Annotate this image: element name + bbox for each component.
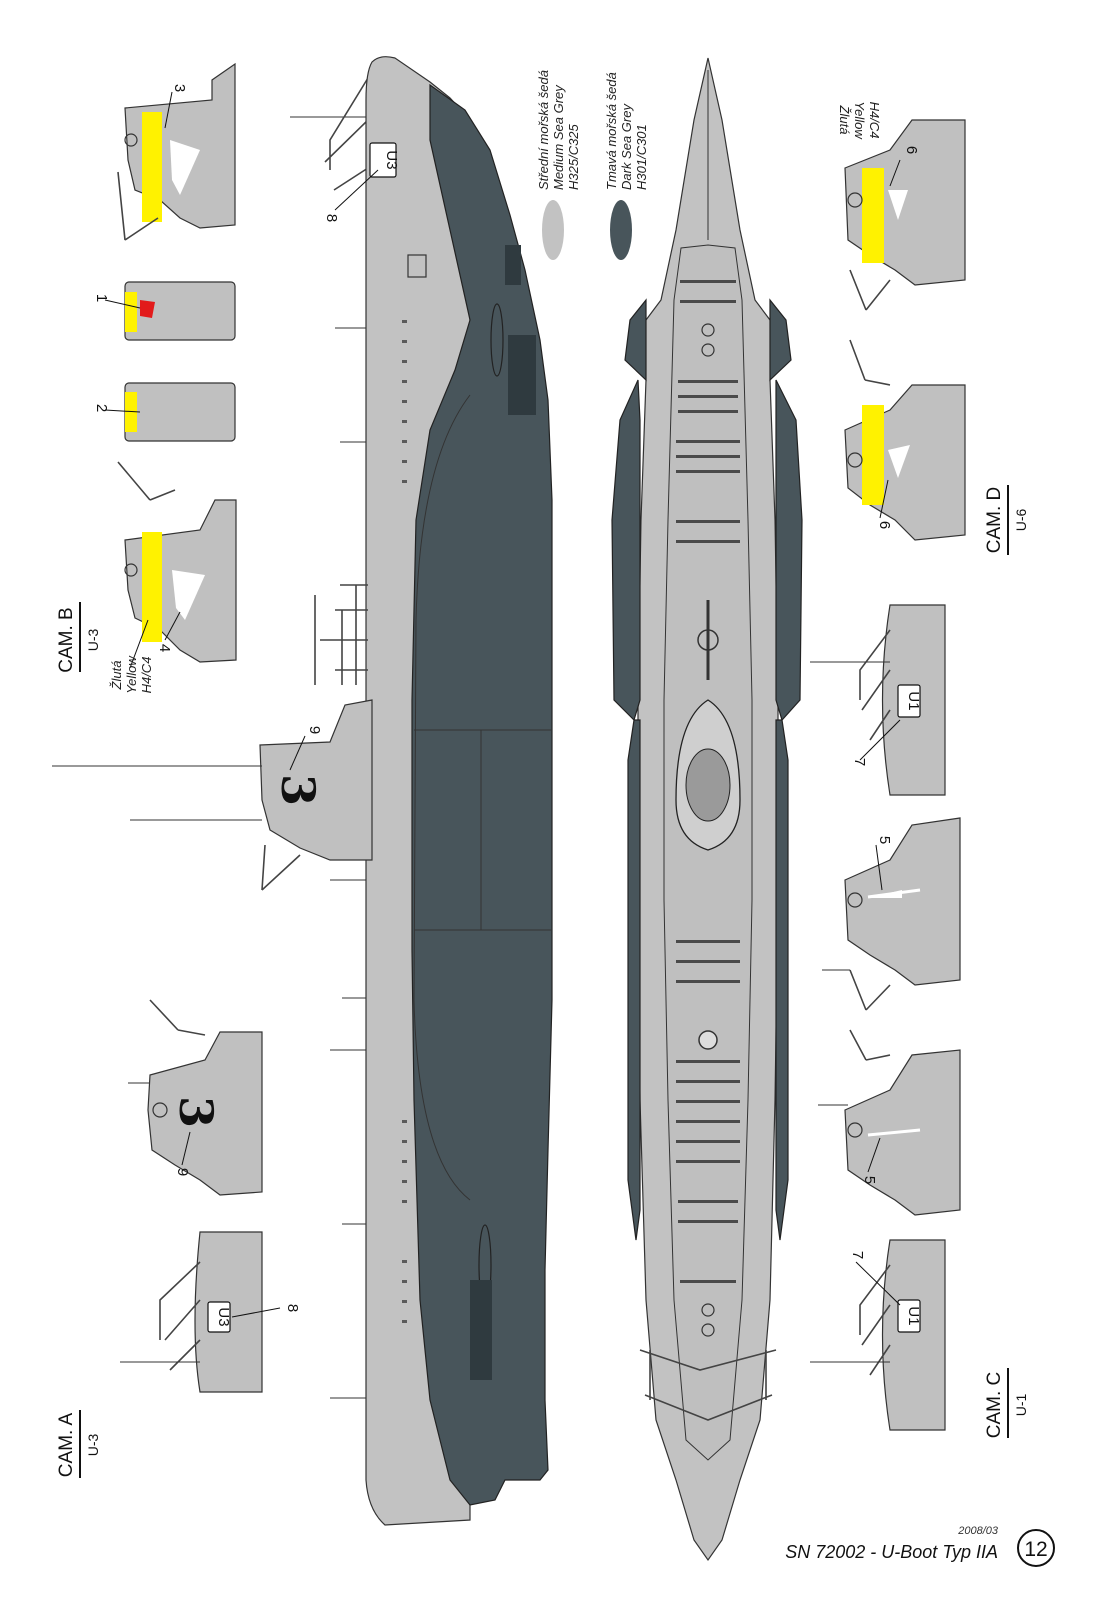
cam-b-boat: U-3 <box>85 629 101 652</box>
hull-marking-u3: U3 <box>383 150 400 169</box>
top-stern-hatch <box>698 1030 718 1050</box>
yellow-band-6b <box>862 405 884 505</box>
bow-railing <box>324 77 369 191</box>
detail-tower-cam-c-5b: 5 <box>818 1029 961 1216</box>
cam-d-boat: U-6 <box>1013 509 1029 532</box>
callout-8-detail: 8 <box>284 1304 301 1312</box>
legend-swatch-medium-sea-grey <box>542 200 564 260</box>
callout-6-top: 6 <box>903 146 920 154</box>
cam-c-label: CAM. C U-1 <box>984 1368 1029 1438</box>
footer-page: 12 <box>1024 1538 1047 1561</box>
top-saddle-right-aft <box>775 719 789 1241</box>
deck-vent-slots <box>676 280 740 1283</box>
page-number-circle <box>1017 1529 1055 1567</box>
side-tower-number: 3 <box>271 774 325 806</box>
top-bow-plane-left <box>624 298 647 382</box>
callout-8-hull: 8 <box>323 214 340 222</box>
legend-1-czech: Střední mořská šedá <box>536 70 551 190</box>
legend-swatch-dark-sea-grey <box>610 200 632 260</box>
white-chevron-3 <box>170 140 200 195</box>
cam-b-yellow-english: Yellow <box>124 655 139 694</box>
white-triangle-6b <box>888 445 910 478</box>
cam-d-yellow-czech: Žlutá <box>837 105 852 135</box>
detail-marking-u3: U3 <box>215 1307 232 1326</box>
legend-2-czech: Tmavá mořská šedá <box>604 72 619 190</box>
detail-tower-front-2: 2 <box>93 382 236 442</box>
detail-tower-cam-c-5a: 5 <box>822 817 961 1011</box>
detail-bow-cam-c-7b: U1 7 <box>810 1239 946 1431</box>
callout-7-top: 7 <box>851 758 868 766</box>
detail-marking-u1b: U1 <box>905 1306 922 1325</box>
cam-b-yellow-code: H4/C4 <box>139 657 154 694</box>
hull-vent-grilles <box>470 245 536 1380</box>
hull-lower-dark <box>411 83 553 1506</box>
footer: 2008/03 SN 72002 - U-Boot Typ IIA 12 <box>785 1525 1055 1567</box>
yellow-band-3 <box>142 112 162 222</box>
yellow-band-6a <box>862 168 884 263</box>
cam-d-title: CAM. D <box>984 487 1005 554</box>
top-view-hull <box>611 57 803 1562</box>
white-triangle-6a <box>888 190 908 220</box>
yellow-band-4 <box>142 532 162 642</box>
legend-1-english: Medium Sea Grey <box>551 84 566 190</box>
cam-c-boat: U-1 <box>1013 1394 1029 1417</box>
callout-6-bottom: 6 <box>876 521 893 529</box>
hull-antennas <box>290 116 368 1399</box>
cam-d-label: CAM. D U-6 <box>984 485 1029 555</box>
top-bridge <box>685 748 731 822</box>
callout-4: 4 <box>156 644 173 652</box>
top-deck-casing <box>663 244 753 1461</box>
cam-a-title: CAM. A <box>56 1412 77 1477</box>
detail-marking-u1a: U1 <box>905 691 922 710</box>
callout-5-bottom: 5 <box>861 1176 878 1184</box>
detail-bow-cam-c-7a: U1 7 <box>810 604 946 796</box>
callout-9-detail: 9 <box>174 1168 191 1176</box>
cam-b-label: CAM. B U-3 Žlutá Yellow H4/C4 <box>56 602 154 694</box>
detail-tower-cam-b-3: 3 <box>117 62 236 241</box>
legend-2-code: H301/C301 <box>634 124 649 190</box>
detail-tower-front-1: 1 <box>93 281 236 341</box>
legend-2-english: Dark Sea Grey <box>619 103 634 190</box>
detail-tower-cam-b-4: 4 <box>117 461 237 669</box>
callout-7-bottom: 7 <box>849 1251 866 1259</box>
cam-b-title: CAM. B <box>56 607 77 672</box>
detail-tower-number: 3 <box>169 1096 223 1128</box>
detail-tower-cam-a-9: 3 9 <box>128 999 263 1196</box>
top-saddle-left-aft <box>627 719 641 1241</box>
callout-2: 2 <box>93 404 110 412</box>
top-stern-guard <box>639 1349 777 1421</box>
bow-dive-plane <box>490 303 504 377</box>
white-chevron-4 <box>172 570 205 620</box>
side-conning-tower <box>259 699 373 861</box>
cam-a-boat: U-3 <box>85 1434 101 1457</box>
callout-9-hull: 9 <box>306 726 323 734</box>
detail-tower-cam-d-6a: 6 Žlutá Yellow H4/C4 <box>837 101 966 311</box>
footer-title: SN 72002 - U-Boot Typ IIA <box>785 1542 998 1562</box>
callout-3: 3 <box>171 84 188 92</box>
callout-1: 1 <box>93 294 110 302</box>
hull-marking-u3-box <box>369 142 397 178</box>
colour-legend: Střední mořská šedá Medium Sea Grey H325… <box>536 70 649 260</box>
legend-1-code: H325/C325 <box>566 123 581 190</box>
red-emblem-1 <box>140 300 155 318</box>
hull-hatch <box>407 254 427 278</box>
top-saddle-right-fwd <box>775 379 803 722</box>
cam-b-yellow-czech: Žlutá <box>109 661 124 691</box>
cam-c-title: CAM. C <box>984 1372 1005 1439</box>
detail-bow-cam-a-8: U3 8 <box>120 1231 301 1393</box>
mast-frame <box>314 584 368 685</box>
cam-d-yellow-code: H4/C4 <box>867 102 882 139</box>
top-saddle-left-fwd <box>611 379 641 722</box>
cam-d-yellow-english: Yellow <box>852 101 867 140</box>
limber-holes <box>402 320 407 1323</box>
top-bow-plane-right <box>769 298 792 382</box>
detail-tower-cam-d-6b: 6 <box>844 339 966 541</box>
cam-a-label: CAM. A U-3 <box>56 1410 101 1478</box>
saddle-tank-outline <box>413 394 471 1201</box>
footer-date: 2008/03 <box>957 1525 999 1537</box>
callout-5-top: 5 <box>876 836 893 844</box>
side-profile-hull: U3 3 8 9 <box>52 56 553 1526</box>
